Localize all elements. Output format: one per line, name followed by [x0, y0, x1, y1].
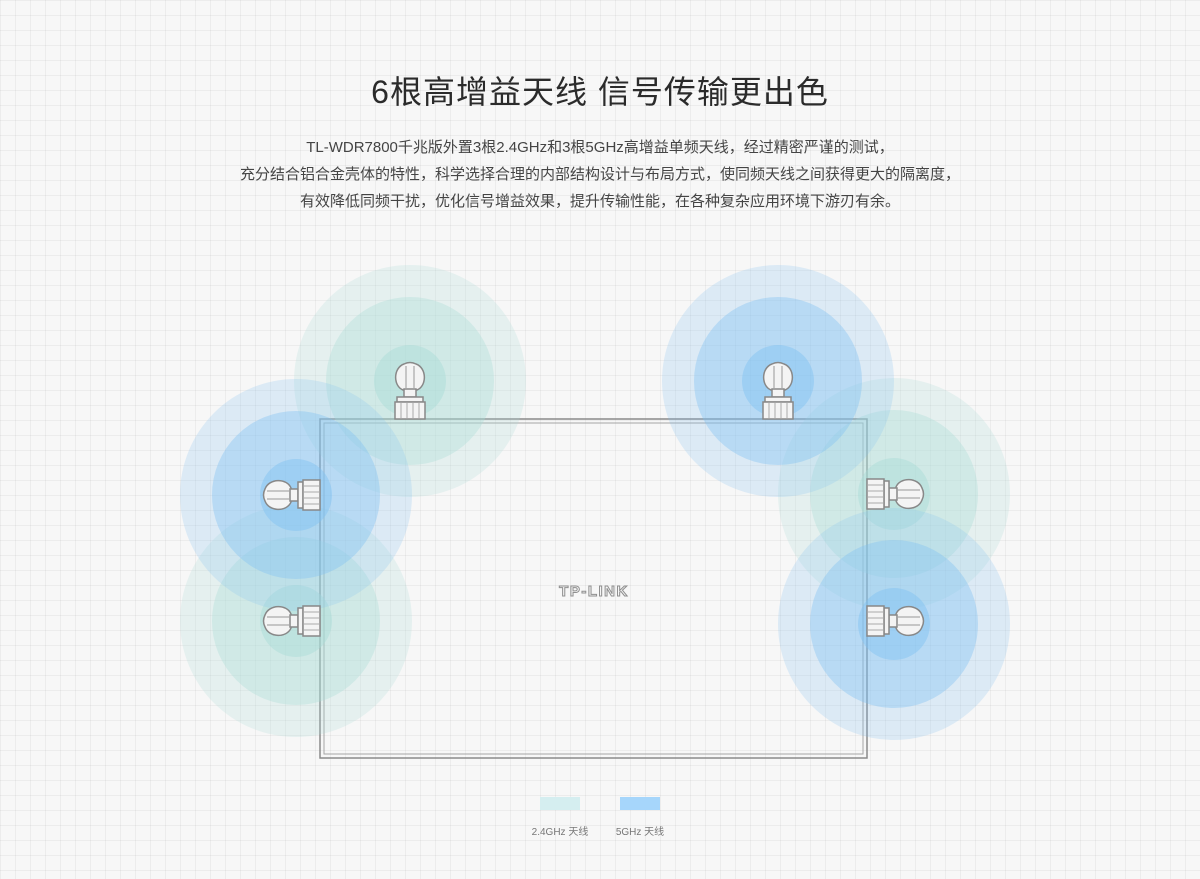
- legend-swatch-2-4ghz: [540, 797, 580, 810]
- legend-item-2-4ghz: 2.4GHz 天线: [510, 797, 610, 840]
- description: TL-WDR7800千兆版外置3根2.4GHz和3根5GHz高增益单频天线，经过…: [0, 134, 1200, 215]
- legend: 2.4GHz 天线 5GHz 天线: [0, 797, 1200, 847]
- description-line-1: TL-WDR7800千兆版外置3根2.4GHz和3根5GHz高增益单频天线，经过…: [306, 139, 894, 156]
- legend-item-5ghz: 5GHz 天线: [590, 797, 690, 840]
- legend-label-2-4ghz: 2.4GHz 天线: [531, 827, 589, 838]
- router-body: [319, 418, 868, 759]
- page-title: 6根高增益天线 信号传输更出色: [371, 74, 829, 110]
- description-line-3: 有效降低同频干扰，优化信号增益效果，提升传输性能，在各种复杂应用环境下游刃有余。: [299, 193, 900, 210]
- description-line-2: 充分结合铝合金壳体的特性，科学选择合理的内部结构设计与布局方式，使同频天线之间获…: [239, 166, 960, 183]
- brand-logo: TP-LINK: [559, 583, 629, 600]
- legend-label-5ghz: 5GHz 天线: [615, 827, 665, 838]
- legend-swatch-5ghz: [620, 797, 660, 810]
